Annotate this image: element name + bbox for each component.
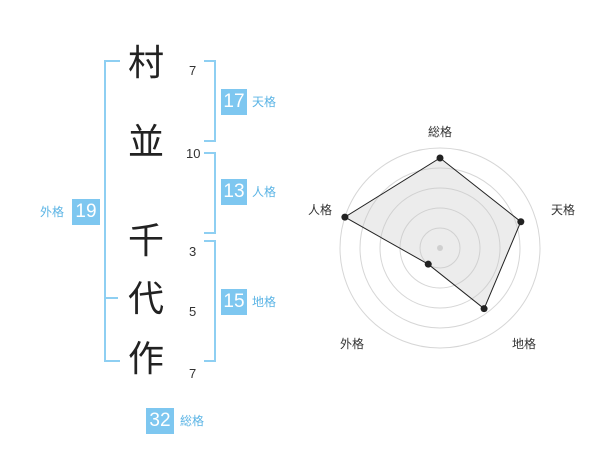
radar-point-3 bbox=[424, 260, 432, 268]
tenkaku-bracket bbox=[204, 60, 216, 142]
chikaku-label: 地格 bbox=[252, 295, 277, 309]
radar-axis-label-gaikaku: 外格 bbox=[340, 337, 365, 351]
gaikaku-bracket bbox=[104, 60, 120, 362]
gaikaku-value: 19 bbox=[72, 199, 100, 225]
jinkaku-bracket bbox=[204, 152, 216, 234]
stroke-count-4: 5 bbox=[189, 304, 197, 319]
radar-point-2 bbox=[480, 305, 488, 313]
gaikaku-label: 外格 bbox=[40, 205, 65, 219]
name-char-3: 千 bbox=[127, 221, 164, 262]
name-char-5: 作 bbox=[127, 339, 164, 380]
stroke-count-1: 7 bbox=[189, 63, 197, 78]
soukaku-value: 32 bbox=[146, 408, 174, 434]
stroke-count-5: 7 bbox=[189, 366, 197, 381]
radar-series-polygon bbox=[343, 157, 522, 310]
tenkaku-value: 17 bbox=[221, 89, 247, 115]
radar-point-0 bbox=[436, 154, 444, 162]
radar-axis-label-soukaku: 総格 bbox=[428, 125, 453, 139]
radar-point-4 bbox=[341, 213, 349, 221]
chikaku-value: 15 bbox=[221, 289, 247, 315]
stroke-count-3: 3 bbox=[189, 244, 197, 259]
jinkaku-value: 13 bbox=[221, 179, 247, 205]
name-char-2: 並 bbox=[127, 122, 164, 163]
name-char-4: 代 bbox=[127, 279, 164, 320]
stroke-count-2: 10 bbox=[186, 146, 201, 161]
name-char-1: 村 bbox=[127, 43, 164, 84]
radar-center-dot bbox=[437, 245, 443, 251]
radar-axis-label-jinkaku: 人格 bbox=[308, 203, 333, 217]
soukaku-label: 総格 bbox=[180, 414, 205, 428]
gaikaku-divider bbox=[106, 297, 118, 299]
radar-point-1 bbox=[517, 218, 525, 226]
chikaku-bracket bbox=[204, 240, 216, 362]
radar-axis-label-tenkaku: 天格 bbox=[551, 203, 576, 217]
jinkaku-label: 人格 bbox=[252, 185, 277, 199]
radar-axis-label-chikaku: 地格 bbox=[512, 337, 537, 351]
tenkaku-label: 天格 bbox=[252, 95, 277, 109]
